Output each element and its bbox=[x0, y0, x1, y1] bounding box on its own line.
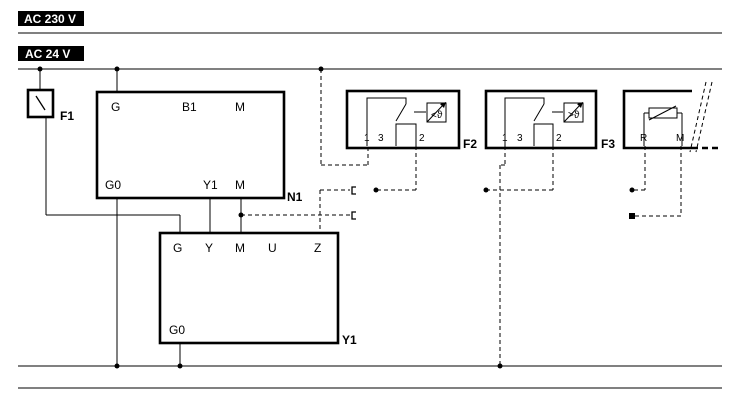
thermostat-f3-sensor-symbol bbox=[563, 102, 584, 123]
n1-terminal-m-top: M bbox=[235, 100, 245, 114]
fuse-f1: F1 bbox=[26, 66, 181, 233]
controller-n1-label: N1 bbox=[287, 190, 303, 204]
f2-terminal-2: 2 bbox=[419, 133, 425, 144]
thermostat-f3-label: F3 bbox=[601, 137, 615, 151]
shape bbox=[533, 123, 554, 146]
rail-ac24-tag bbox=[18, 46, 84, 61]
break-line-2 bbox=[695, 81, 713, 153]
n1-terminal-g0: G0 bbox=[105, 178, 121, 192]
junction-dot bbox=[483, 187, 489, 193]
connector-plug bbox=[351, 186, 356, 195]
thermostat-f3-box bbox=[484, 89, 598, 150]
line bbox=[648, 105, 677, 121]
f2-terminal-3: 3 bbox=[378, 133, 384, 144]
y1-terminal-y: Y bbox=[205, 241, 213, 255]
sensor-terminal-m: M bbox=[676, 133, 684, 144]
n1-terminal-g: G bbox=[111, 100, 120, 114]
n1-terminal-y1: Y1 bbox=[203, 178, 218, 192]
fuse-f1-box bbox=[26, 88, 55, 119]
junction-dot bbox=[497, 363, 503, 369]
sensor-element: R M bbox=[622, 81, 722, 219]
break-line-1 bbox=[689, 81, 707, 153]
rail-ac24-label: AC 24 V bbox=[25, 47, 70, 61]
line bbox=[395, 103, 407, 122]
connector-square bbox=[629, 213, 635, 219]
sensor-box bbox=[622, 89, 692, 150]
thermostat-f3-symbol: >ϑ bbox=[568, 110, 580, 121]
line bbox=[533, 103, 545, 122]
junction-dot bbox=[114, 363, 120, 369]
controller-n1: G B1 M G0 Y1 M N1 bbox=[95, 66, 303, 369]
junction-dot bbox=[629, 187, 635, 193]
shape bbox=[577, 102, 583, 108]
shape bbox=[504, 97, 545, 146]
rail-ac230-tag bbox=[18, 11, 84, 26]
y1-terminal-z: Z bbox=[314, 241, 321, 255]
actuator-y1-label: Y1 bbox=[342, 333, 357, 347]
dashed-connections-n1 bbox=[241, 66, 369, 233]
line bbox=[426, 103, 445, 123]
n1-terminal-b1: B1 bbox=[182, 100, 197, 114]
junction-dot bbox=[177, 363, 183, 369]
f3-terminal-2: 2 bbox=[556, 133, 562, 144]
thermostat-f2-symbol: <ϑ bbox=[431, 110, 443, 121]
line bbox=[563, 103, 582, 123]
thermostat-f2-sensor-symbol bbox=[426, 102, 447, 123]
thermostat-f2: <ϑ 1 3 2 F2 bbox=[345, 89, 477, 193]
resistor-symbol bbox=[648, 107, 678, 119]
y1-terminal-g: G bbox=[173, 241, 182, 255]
sensor-terminal-r: R bbox=[640, 133, 647, 144]
shape bbox=[395, 123, 417, 146]
f2-terminal-1: 1 bbox=[364, 133, 370, 144]
controller-n1-box bbox=[95, 90, 286, 200]
f3-terminal-3: 3 bbox=[517, 133, 523, 144]
shape bbox=[643, 112, 683, 146]
fuse-f1-symbol bbox=[35, 95, 46, 111]
f3-terminal-1: 1 bbox=[502, 133, 508, 144]
junction-dot bbox=[373, 187, 379, 193]
y1-terminal-u: U bbox=[268, 241, 277, 255]
thermostat-f2-box bbox=[345, 89, 461, 150]
y1-terminal-m: M bbox=[235, 241, 245, 255]
rail-ac24: AC 24 V bbox=[18, 46, 722, 367]
shape bbox=[440, 102, 446, 108]
rail-ac230-label: AC 230 V bbox=[24, 12, 76, 26]
rail-ac230: AC 230 V bbox=[18, 11, 722, 389]
y1-terminal-g0: G0 bbox=[169, 323, 185, 337]
actuator-y1: G Y M U Z G0 Y1 bbox=[158, 231, 357, 369]
thermostat-f2-label: F2 bbox=[463, 137, 477, 151]
thermostat-f3: >ϑ 1 3 2 F3 bbox=[483, 89, 615, 369]
n1-terminal-m-bottom: M bbox=[235, 178, 245, 192]
shape bbox=[366, 97, 407, 146]
fuse-f1-label: F1 bbox=[60, 109, 74, 123]
connector-socket bbox=[351, 211, 356, 220]
actuator-y1-box bbox=[158, 231, 340, 345]
